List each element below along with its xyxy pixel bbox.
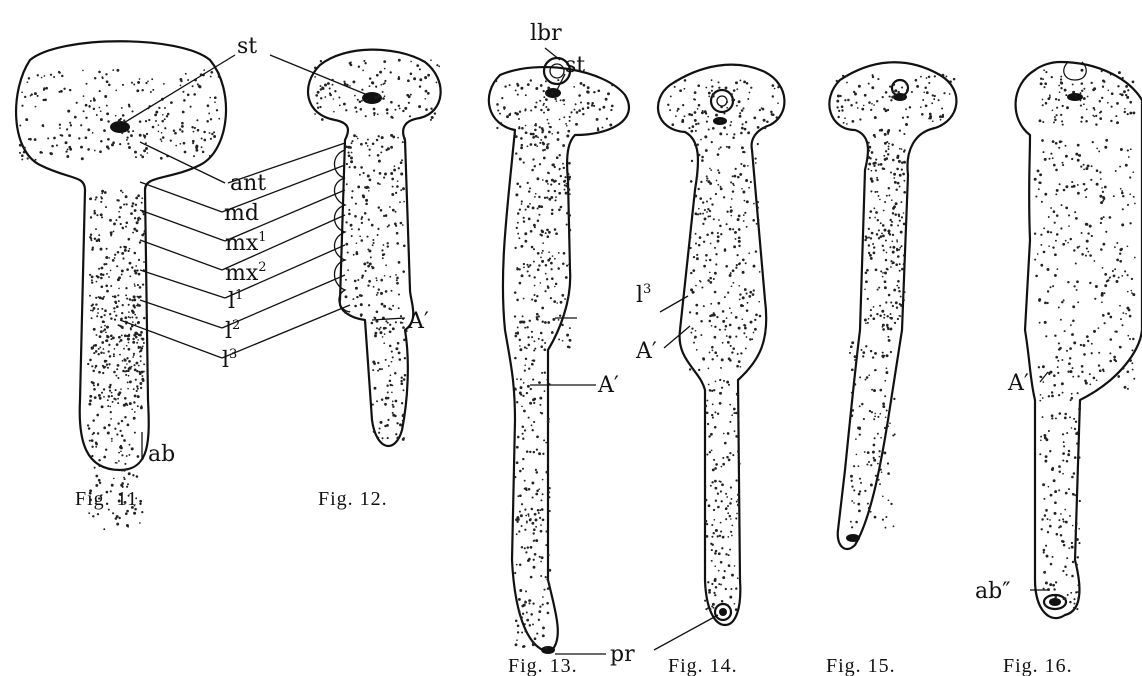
label-l1-base: l bbox=[228, 289, 235, 314]
label-a-prime-fig14: A′ bbox=[635, 339, 657, 364]
label-st-fig13: st bbox=[565, 53, 585, 78]
fig16-stipple bbox=[1034, 69, 1136, 610]
label-l3-base: l bbox=[222, 348, 229, 373]
caption-fig15: Fig. 15. bbox=[826, 655, 896, 676]
label-ant: ant bbox=[230, 171, 266, 196]
label-mx1-sup: 1 bbox=[258, 230, 266, 245]
fig16-embryo bbox=[1016, 62, 1142, 618]
label-md: md bbox=[224, 201, 259, 226]
label-mx2-sup: 2 bbox=[258, 260, 266, 275]
caption-fig13: Fig. 13. bbox=[508, 655, 578, 676]
label-l1: l1 bbox=[228, 288, 243, 314]
label-l2: l2 bbox=[225, 318, 240, 344]
label-a-prime-fig12: A′ bbox=[407, 309, 429, 334]
label-mx2-base: mx bbox=[225, 261, 259, 286]
label-ab-double-prime: ab″ bbox=[975, 579, 1010, 604]
label-a-prime-fig13: A′ bbox=[597, 373, 619, 398]
label-l3-sup: 3 bbox=[229, 347, 237, 362]
fig14-embryo bbox=[658, 65, 784, 625]
fig12-embryo bbox=[308, 50, 441, 446]
fig11-embryo bbox=[16, 41, 226, 530]
label-l2-base: l bbox=[225, 319, 232, 344]
label-l3-fig11: l3 bbox=[222, 347, 237, 373]
caption-fig11: Fig. 11. bbox=[75, 488, 144, 510]
label-l3-fig13: l3 bbox=[636, 282, 651, 308]
label-lbr: lbr bbox=[530, 21, 562, 46]
label-a-prime-fig16: A′ bbox=[1007, 371, 1029, 396]
label-l1-sup: 1 bbox=[235, 288, 243, 303]
fig13-embryo bbox=[489, 58, 629, 654]
caption-fig12: Fig. 12. bbox=[318, 488, 388, 510]
fig11-stipple bbox=[19, 69, 220, 530]
label-mx1: mx1 bbox=[225, 230, 267, 256]
caption-fig16: Fig. 16. bbox=[1003, 655, 1073, 676]
fig15-embryo bbox=[829, 62, 956, 549]
label-mx1-base: mx bbox=[225, 231, 259, 256]
label-l2-sup: 2 bbox=[232, 318, 240, 333]
label-ab: ab bbox=[148, 442, 175, 467]
label-st-fig11-12: st bbox=[237, 34, 257, 59]
label-l3-sup-fig13: 3 bbox=[643, 282, 651, 297]
leader-lines bbox=[120, 48, 1048, 654]
fig15-stipple bbox=[836, 74, 956, 529]
label-l3-base-fig13: l bbox=[636, 283, 643, 308]
caption-fig14: Fig. 14. bbox=[668, 655, 738, 676]
label-pr: pr bbox=[610, 642, 635, 667]
figure-captions: Fig. 11. Fig. 12. Fig. 13. Fig. 14. Fig.… bbox=[75, 488, 1073, 676]
figure-labels: st lbr st ant md mx1 mx2 l1 l2 l3 l3 ab … bbox=[148, 21, 1029, 667]
